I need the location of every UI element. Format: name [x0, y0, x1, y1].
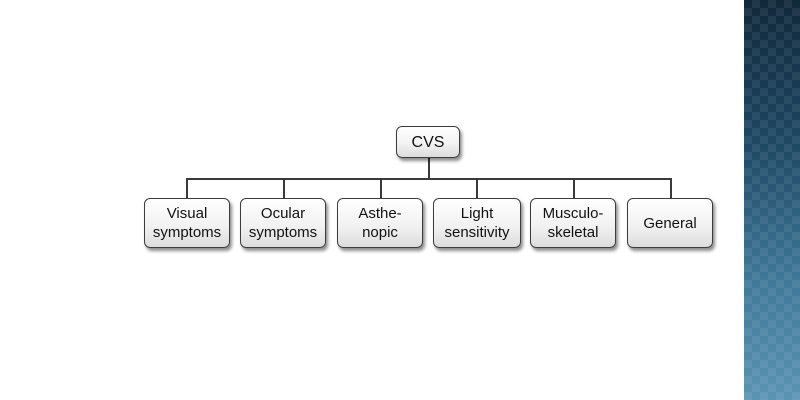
horizontal-bus-line [186, 178, 672, 180]
child-stem-line [670, 178, 672, 198]
node-general: General [627, 198, 713, 248]
node-ocular-symptoms: Ocular symptoms [240, 198, 326, 248]
child-stem-line [573, 178, 575, 198]
child-stem-line [380, 178, 382, 198]
node-visual-symptoms: Visual symptoms [144, 198, 230, 248]
node-cvs: CVS [396, 126, 460, 158]
node-musculoskeletal: Musculo- skeletal [530, 198, 616, 248]
node-asthenopic: Asthe- nopic [337, 198, 423, 248]
root-stem-line [428, 157, 430, 179]
hierarchy-diagram: CVS Visual symptoms Ocular symptoms Asth… [144, 126, 713, 248]
node-light-sensitivity: Light sensitivity [433, 198, 521, 248]
child-stem-line [283, 178, 285, 198]
decorative-sidebar [744, 0, 800, 400]
child-stem-line [476, 178, 478, 198]
child-stem-line [186, 178, 188, 198]
